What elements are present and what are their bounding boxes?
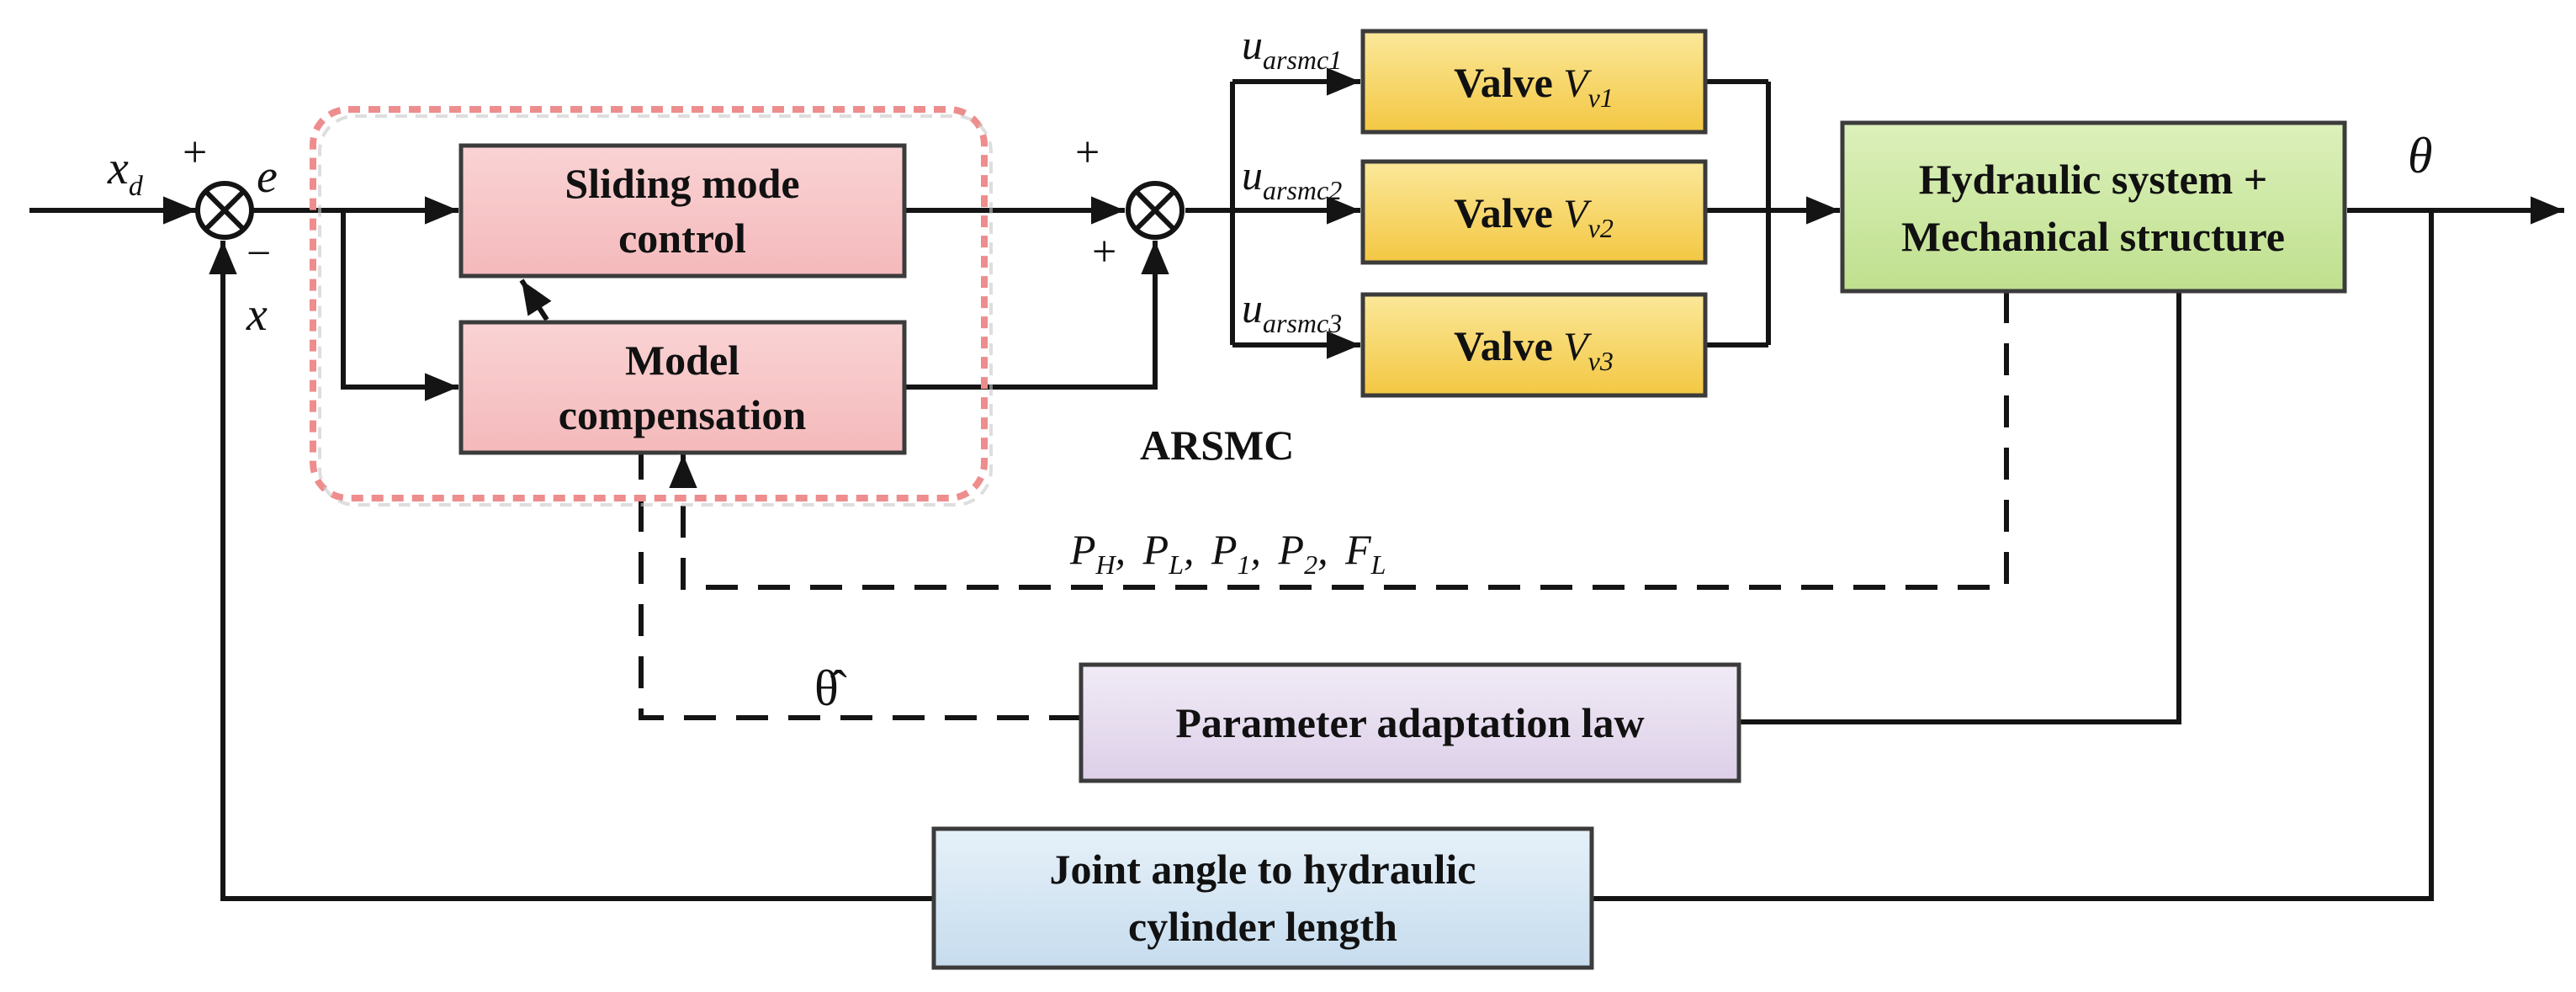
valve3-prefix: Valve — [1454, 322, 1563, 369]
valve1-sub: v1 — [1588, 82, 1614, 113]
wire-theta-feedback — [1592, 210, 2434, 901]
label-x: x — [246, 289, 268, 341]
svg-text:Valve Vv1: Valve Vv1 — [1454, 59, 1614, 113]
svg-text:xd: xd — [107, 142, 144, 202]
svg-text:Valve Vv2: Valve Vv2 — [1454, 189, 1614, 243]
sum2-plus-bottom: + — [1092, 228, 1116, 276]
block-model-compensation: Model compensation — [458, 320, 907, 455]
summing-junction-1 — [195, 181, 254, 240]
hydraulic-line1: Hydraulic system + — [1919, 156, 2268, 203]
sliding-line1: Sliding mode — [564, 160, 799, 207]
block-valve-2: Valve Vv2 — [1360, 159, 1708, 265]
dashed-lines — [639, 291, 2009, 720]
label-theta-hat: θ̂ — [814, 660, 847, 716]
dashed-theta-hat — [639, 454, 1081, 720]
sum2-plus-top: + — [1075, 129, 1100, 177]
block-hydraulic-system: Hydraulic system + Mechanical structure — [1840, 120, 2347, 294]
label-xd: x — [107, 142, 129, 194]
label-u2-sub: arsmc2 — [1263, 175, 1342, 205]
sliding-line2: control — [618, 215, 746, 262]
block-valve-1: Valve Vv1 — [1360, 29, 1708, 135]
summing-junction-2 — [1126, 181, 1185, 240]
wire-e-to-model — [341, 210, 458, 401]
block-valve-3: Valve Vv3 — [1360, 292, 1708, 398]
label-pL-sub: L — [1168, 549, 1184, 580]
label-fL-sub: L — [1370, 549, 1386, 580]
valve2-sub: v2 — [1588, 213, 1614, 243]
valve2-prefix: Valve — [1454, 189, 1563, 236]
label-u1-sub: arsmc1 — [1263, 45, 1342, 75]
svg-text:PH, PL, P1,: PH, PL, P1, P2, FL — [1069, 526, 1386, 580]
label-p2-sub: 2 — [1304, 549, 1317, 580]
svg-text:uarsmc3: uarsmc3 — [1242, 284, 1342, 338]
sum1-minus: − — [246, 230, 271, 278]
label-arsmc: ARSMC — [1140, 422, 1294, 469]
valve3-symbol: V — [1563, 325, 1592, 369]
label-e: e — [257, 151, 278, 203]
signal-lines — [29, 67, 2564, 901]
label-pL: P — [1142, 526, 1169, 573]
valve1-symbol: V — [1563, 61, 1592, 106]
label-xd-sub: d — [129, 171, 144, 202]
model-line1: Model — [625, 337, 739, 384]
param-label: Parameter adaptation law — [1175, 699, 1644, 746]
valve2-symbol: V — [1563, 192, 1592, 236]
label-u2: u — [1242, 151, 1263, 199]
label-pH-sub: H — [1095, 549, 1117, 580]
sum1-plus: + — [183, 129, 207, 177]
svg-text:uarsmc1: uarsmc1 — [1242, 21, 1342, 75]
label-u3: u — [1242, 284, 1263, 332]
label-fL: F — [1344, 526, 1371, 573]
comma-2: , — [1184, 526, 1195, 573]
label-p1-sub: 1 — [1238, 549, 1251, 580]
label-p1: P — [1211, 526, 1238, 573]
block-joint-angle-converter: Joint angle to hydraulic cylinder length — [931, 826, 1594, 970]
label-p2: P — [1278, 526, 1305, 573]
wire-hyd-to-param — [1739, 291, 2181, 724]
block-sliding-mode-control: Sliding mode control — [458, 143, 907, 279]
signal-labels: xd + − e x + + uarsmc1 uarsmc2 uarsmc3 θ… — [107, 21, 2432, 716]
comma-1: , — [1116, 526, 1126, 573]
joint-line1: Joint angle to hydraulic — [1050, 846, 1476, 893]
comma-4: , — [1317, 526, 1328, 573]
label-u3-sub: arsmc3 — [1263, 308, 1342, 338]
svg-text:Valve Vv3: Valve Vv3 — [1454, 322, 1614, 376]
valve1-prefix: Valve — [1454, 59, 1563, 106]
wire-model-to-smc — [519, 279, 552, 321]
wire-model-to-sum2 — [904, 241, 1169, 390]
label-theta: θ — [2408, 128, 2432, 183]
arsmc-group-boundary — [310, 106, 988, 501]
comma-3: , — [1251, 526, 1262, 573]
arsmc-group-shadow — [318, 114, 993, 507]
label-pH: P — [1069, 526, 1096, 573]
svg-text:uarsmc2: uarsmc2 — [1242, 151, 1342, 205]
model-line2: compensation — [559, 391, 807, 438]
valve3-sub: v3 — [1588, 346, 1614, 376]
block-parameter-adaptation-law: Parameter adaptation law — [1079, 662, 1741, 783]
joint-line2: cylinder length — [1128, 903, 1397, 950]
dashed-pressures — [669, 291, 2009, 590]
wire-feedback-to-sum1 — [209, 241, 934, 901]
label-u1: u — [1242, 21, 1263, 68]
hydraulic-line2: Mechanical structure — [1901, 213, 2285, 260]
